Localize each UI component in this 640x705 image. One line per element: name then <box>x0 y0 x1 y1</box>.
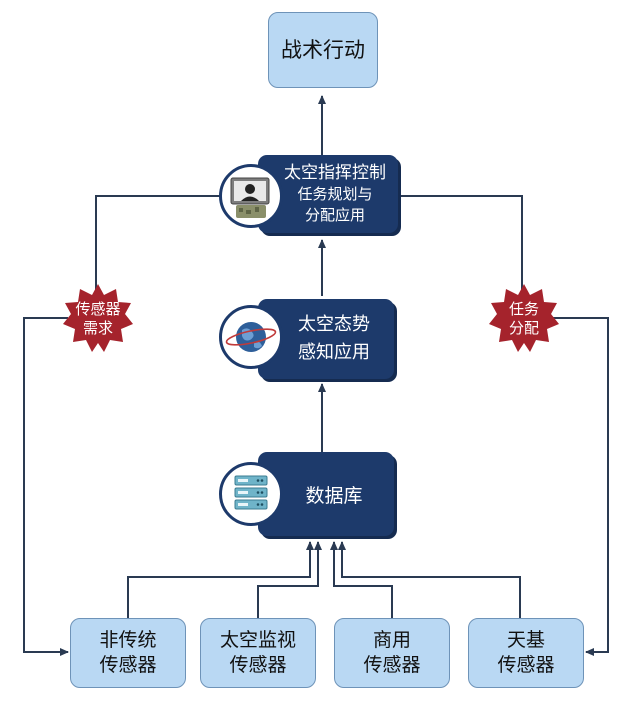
globe-icon <box>219 305 283 369</box>
tactical-operations-box: 战术行动 <box>268 12 378 88</box>
space-awareness-line1: 太空态势 <box>298 314 370 335</box>
commander-monitor-icon <box>219 164 283 228</box>
tasking-line2: 分配 <box>508 319 539 337</box>
sensor-box-space-surveillance: 太空监视 传感器 <box>200 618 316 688</box>
space-awareness-box: 太空态势 感知应用 <box>258 299 394 379</box>
sensor-label-line2: 传感器 <box>229 654 287 676</box>
sensor-demand-line1: 传感器 <box>75 300 121 318</box>
sensor-label-line2: 传感器 <box>99 654 157 676</box>
sensor-label-line2: 传感器 <box>363 654 421 676</box>
sensor-label-line1: 太空监视 <box>219 629 296 651</box>
tactical-operations-label: 战术行动 <box>281 37 365 62</box>
sensor-box-commercial: 商用 传感器 <box>334 618 450 688</box>
line-command-left <box>95 195 226 300</box>
space-command-title: 太空指挥控制 <box>284 162 386 183</box>
space-awareness-line2: 感知应用 <box>298 342 370 363</box>
arrow-sensor3-to-db <box>330 541 393 618</box>
starburst-badge-icon <box>489 284 559 352</box>
arrow-tasking-to-spacebased <box>548 317 609 656</box>
sensor-label-line2: 传感器 <box>497 654 555 676</box>
starburst-badge-icon <box>63 284 133 352</box>
space-command-line3: 分配应用 <box>304 205 365 224</box>
space-command-line2: 任务规划与 <box>297 184 373 203</box>
sensor-box-space-based: 天基 传感器 <box>468 618 584 688</box>
arrow-sensor4-to-db <box>338 541 521 618</box>
server-stack-icon <box>219 462 283 526</box>
database-label: 数据库 <box>305 484 363 507</box>
sensor-label-line1: 非传统 <box>99 629 157 651</box>
sensor-label-line1: 天基 <box>506 629 545 651</box>
arrow-sensor2-to-db <box>257 541 322 618</box>
tasking-badge: 任务 分配 <box>488 283 560 355</box>
sensor-demand-badge: 传感器 需求 <box>62 283 134 355</box>
tasking-line1: 任务 <box>508 300 539 318</box>
sensor-demand-line2: 需求 <box>82 319 113 337</box>
arrow-demand-to-nontraditional <box>23 317 69 656</box>
sensor-label-line1: 商用 <box>372 629 411 651</box>
sensor-box-nontraditional: 非传统 传感器 <box>70 618 186 688</box>
arrow-sensor1-to-db <box>127 541 314 618</box>
line-command-right <box>398 195 523 290</box>
space-command-box: 太空指挥控制 任务规划与 分配应用 <box>258 155 398 233</box>
database-box: 数据库 <box>258 452 394 536</box>
